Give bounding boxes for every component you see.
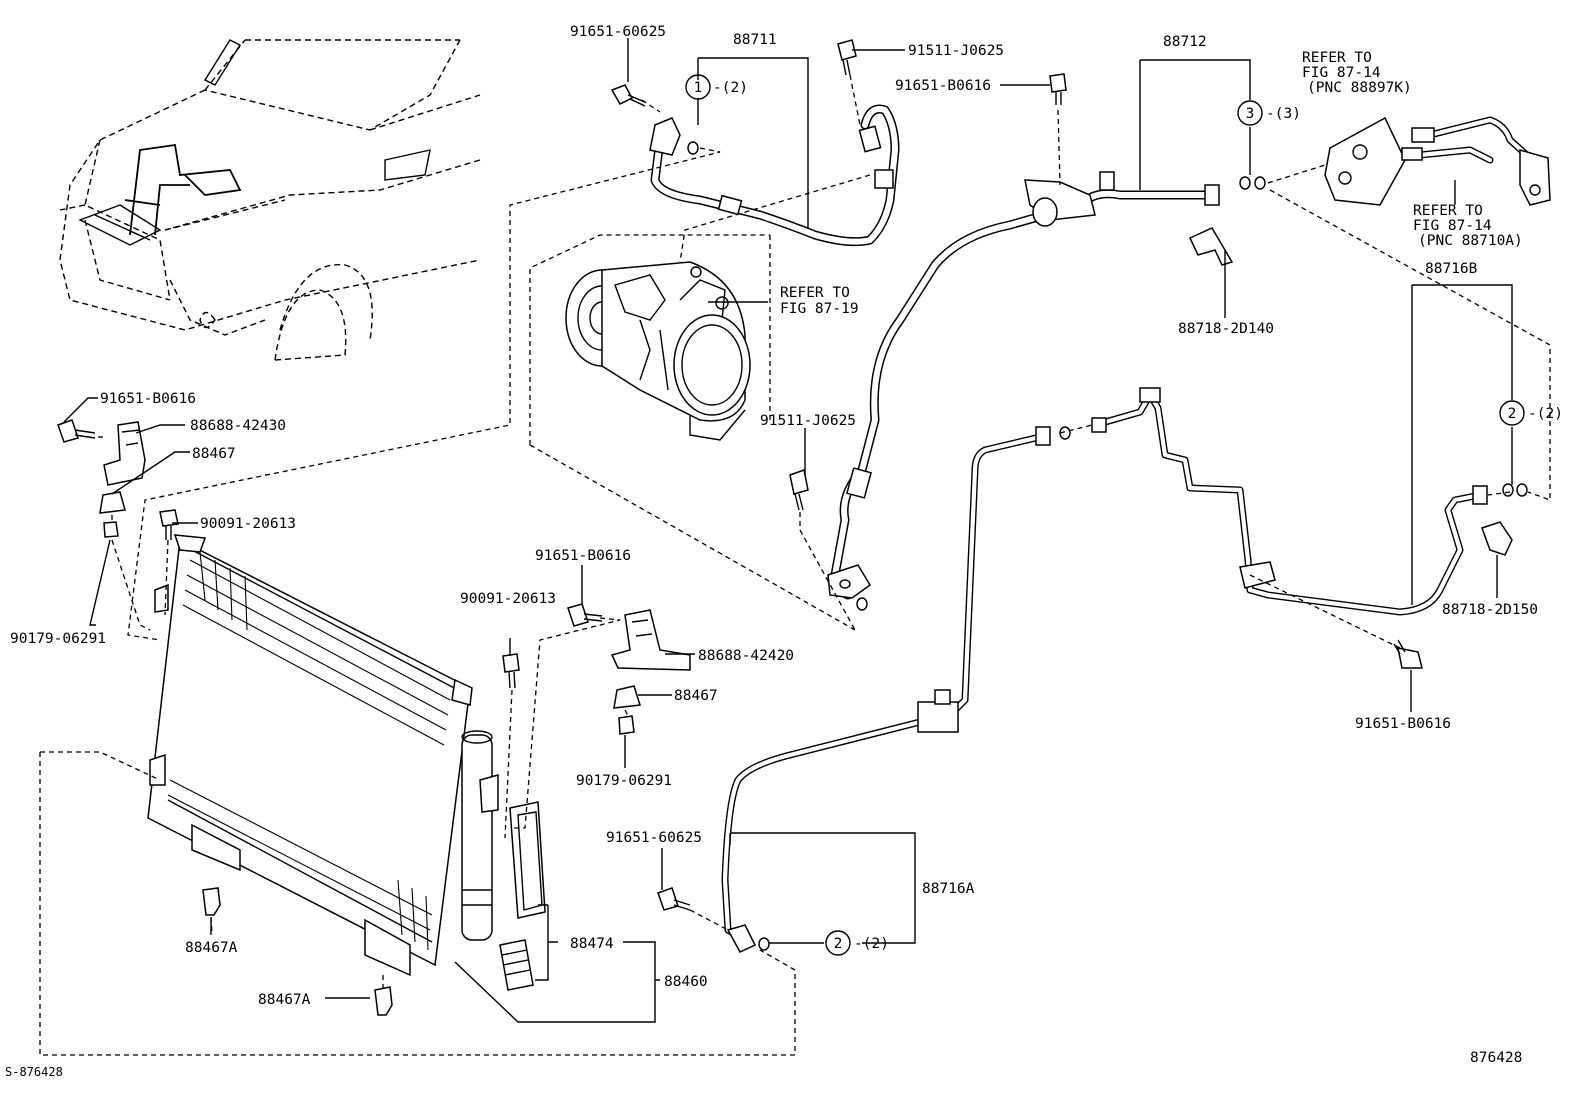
collar-90179-06291-mid [618,715,635,735]
collar-90179-06291-left [103,521,119,538]
bolt-91651-b0616-top [1049,73,1067,105]
cushion-88467a-lower [374,986,393,1016]
label-91651-b0616-top: 91651-B0616 [895,78,991,94]
label-88474: 88474 [570,936,614,952]
guide-lines [39,74,1551,1056]
callout-1: 1 -(2) [685,74,748,100]
label-90091-20613-mid: 90091-20613 [460,591,556,607]
label-88467a-upper: 88467A [185,940,238,956]
callout-3: 3 -(3) [1237,100,1301,126]
clamp-88718-2d150 [1481,521,1513,556]
label-88688-42420: 88688-42420 [698,648,794,664]
ref-lower-right-line3: (PNC 88710A) [1418,233,1523,249]
label-88711: 88711 [733,32,777,48]
callout-3-qty: -(3) [1266,106,1301,122]
pipe-88716a [721,426,1051,953]
condenser [147,534,499,977]
label-91651-b0616-left: 91651-B0616 [100,391,196,407]
compressor-boundary [529,234,856,631]
callout-2-bottom: 2 -(2) [825,930,889,956]
bolt-91651-b0616-right [1393,639,1423,669]
drawing-number: 876428 [1470,1050,1522,1066]
label-88467-mid: 88467 [674,688,718,704]
sheet-reference: S-876428 [5,1065,63,1079]
leader-lines [63,38,1513,1023]
bolt-90091-20613-left [159,509,179,540]
label-88716b: 88716B [1425,261,1478,277]
label-90179-06291-left: 90179-06291 [10,631,106,647]
cushion-88467-left [99,491,126,514]
label-88467-left: 88467 [192,446,236,462]
ref-compressor-line1: REFER TO [780,285,850,301]
cushion-88467-mid [613,685,641,709]
pipe-88712 [827,171,1220,600]
bolt-91651-b0616-left [57,419,96,443]
compressor [565,261,751,441]
label-88688-42430: 88688-42430 [190,418,286,434]
label-91651-b0616-mid: 91651-B0616 [535,548,631,564]
callout-1-qty: -(2) [713,80,748,96]
callout-2-right: 2 -(2) [1499,400,1563,426]
expansion-valve-block [1324,116,1406,206]
filter-element [499,801,546,991]
label-91651-60625-top: 91651-60625 [570,24,666,40]
label-88460: 88460 [664,974,708,990]
label-91651-b0616-right: 91651-B0616 [1355,716,1451,732]
ref-lower-right-line2: FIG 87-14 [1413,218,1492,234]
ref-compressor-line2: FIG 87-19 [780,301,859,317]
callout-2-bottom-number: 2 [834,936,843,952]
bolt-91651-60625-bottom [657,887,691,911]
label-90091-20613-left: 90091-20613 [200,516,296,532]
label-91651-60625-bottom: 91651-60625 [606,830,702,846]
callout-2-right-number: 2 [1508,406,1517,422]
bolt-90091-20613-mid [502,653,520,689]
ref-top-right-line3: (PNC 88897K) [1307,80,1412,96]
pipe-88716b [1091,387,1488,616]
o-rings [687,141,1528,951]
label-91511-j0625-mid: 91511-J0625 [760,413,856,429]
bolt-91651-60625-top [610,84,646,107]
clamp-88718-2d140 [1188,227,1234,266]
bracket-88688-42420 [610,609,691,671]
label-90179-06291-mid: 90179-06291 [576,773,672,789]
ref-top-right-line2: FIG 87-14 [1302,65,1381,81]
callout-3-number: 3 [1246,106,1255,122]
vehicle-sketch [59,39,481,361]
label-88712: 88712 [1163,34,1207,50]
bracket-88688-42430 [103,421,146,486]
bolt-91651-b0616-mid [567,603,603,627]
callout-2-bottom-qty: -(2) [854,936,889,952]
label-91511-j0625-top: 91511-J0625 [908,43,1004,59]
pipe-88711 [649,104,900,247]
label-88718-2d140: 88718-2D140 [1178,321,1274,337]
label-88716a: 88716A [922,881,975,897]
label-88718-2d150: 88718-2D150 [1442,602,1538,618]
bolt-91511-j0625-top [837,39,857,76]
ref-lower-right-line1: REFER TO [1413,203,1483,219]
bolt-91511-j0625-mid [789,469,809,511]
cushion-88467a-upper [202,887,221,916]
label-88467a-lower: 88467A [258,992,311,1008]
callout-2-right-qty: -(2) [1528,406,1563,422]
callout-1-number: 1 [694,80,703,96]
refer-hose-88710a [1401,116,1551,206]
ref-top-right-line1: REFER TO [1302,50,1372,66]
